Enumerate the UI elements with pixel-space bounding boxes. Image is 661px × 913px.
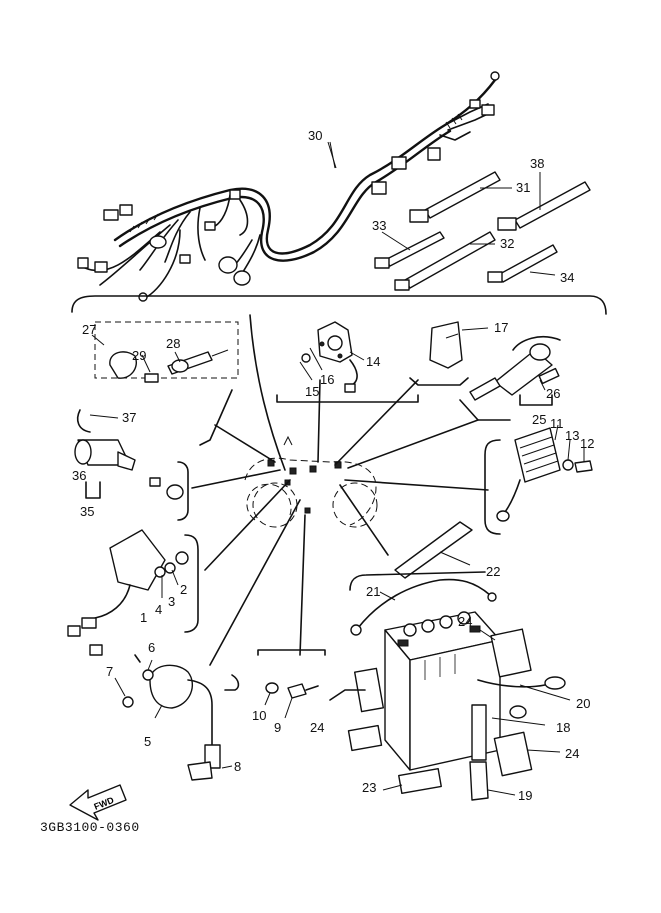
callout-2: 2 [180, 582, 187, 597]
callout-7: 7 [106, 664, 113, 679]
group-bracket-top [71, 295, 607, 315]
callout-23: 23 [362, 780, 376, 795]
callout-30: 30 [308, 128, 322, 143]
vehicle-silhouette [244, 435, 378, 528]
callout-37: 37 [122, 410, 136, 425]
callout-32: 32 [500, 236, 514, 251]
breather-hose-18 [469, 704, 527, 801]
callout-8: 8 [234, 759, 241, 774]
nut-15 [301, 353, 311, 363]
callout-26: 26 [546, 386, 560, 401]
diagram-code: 3GB3100-0360 [40, 820, 140, 835]
callout-35: 35 [80, 504, 94, 519]
callout-25: 25 [532, 412, 546, 427]
callout-31: 31 [516, 180, 530, 195]
callout-9: 9 [274, 720, 281, 735]
sensor-9 [257, 649, 326, 699]
callout-lines [89, 141, 585, 796]
callout-1: 1 [140, 610, 147, 625]
cable-tie-31 [409, 171, 501, 223]
callout-13: 13 [565, 428, 579, 443]
callout-5: 5 [144, 734, 151, 749]
callout-36: 36 [72, 468, 86, 483]
callout-29: 29 [132, 348, 146, 363]
callout-4: 4 [155, 602, 162, 617]
leader-lines [191, 314, 489, 666]
cable-21 [350, 578, 497, 636]
cable-20 [477, 676, 566, 690]
ignition-coil-25 [459, 335, 561, 421]
callout-19: 19 [518, 788, 532, 803]
pad-24 [347, 628, 533, 795]
callout-12: 12 [580, 436, 594, 451]
switch-36 [74, 409, 189, 521]
fwd-arrow-icon: FWD [69, 784, 127, 821]
pickup-coil-5 [122, 654, 240, 781]
callout-14: 14 [366, 354, 380, 369]
callout-18: 18 [556, 720, 570, 735]
wire-harness [77, 71, 500, 302]
callout-numbers: 30 38 31 33 32 34 27 29 28 14 16 15 17 2… [72, 128, 594, 803]
callout-27: 27 [82, 322, 96, 337]
callout-24-left: 24 [310, 720, 324, 735]
group-27-box [91, 321, 239, 383]
callout-3: 3 [168, 594, 175, 609]
cable-tie-33 [374, 231, 445, 269]
group-bracket-14 [276, 394, 419, 403]
callout-22: 22 [486, 564, 500, 579]
callout-6: 6 [148, 640, 155, 655]
callout-17: 17 [494, 320, 508, 335]
callout-24-top: 24 [458, 614, 472, 629]
callout-11: 11 [550, 416, 564, 431]
callout-33: 33 [372, 218, 386, 233]
callout-15: 15 [305, 384, 319, 399]
callout-34: 34 [560, 270, 574, 285]
cable-tie-32 [394, 231, 496, 291]
callout-38: 38 [530, 156, 544, 171]
callout-21: 21 [366, 584, 380, 599]
callout-10: 10 [252, 708, 266, 723]
cap-17 [409, 321, 469, 386]
voltage-regulator-11 [484, 427, 593, 535]
group-bracket-24 [329, 689, 366, 701]
cdi-unit-1 [67, 529, 199, 656]
battery-band-22 [349, 521, 486, 591]
rectifier-relay-14 [276, 321, 419, 403]
cable-tie-34 [487, 244, 558, 283]
callout-16: 16 [320, 372, 334, 387]
callout-24-right: 24 [565, 746, 579, 761]
callout-20: 20 [576, 696, 590, 711]
callout-28: 28 [166, 336, 180, 351]
cable-tie-38 [497, 181, 591, 231]
